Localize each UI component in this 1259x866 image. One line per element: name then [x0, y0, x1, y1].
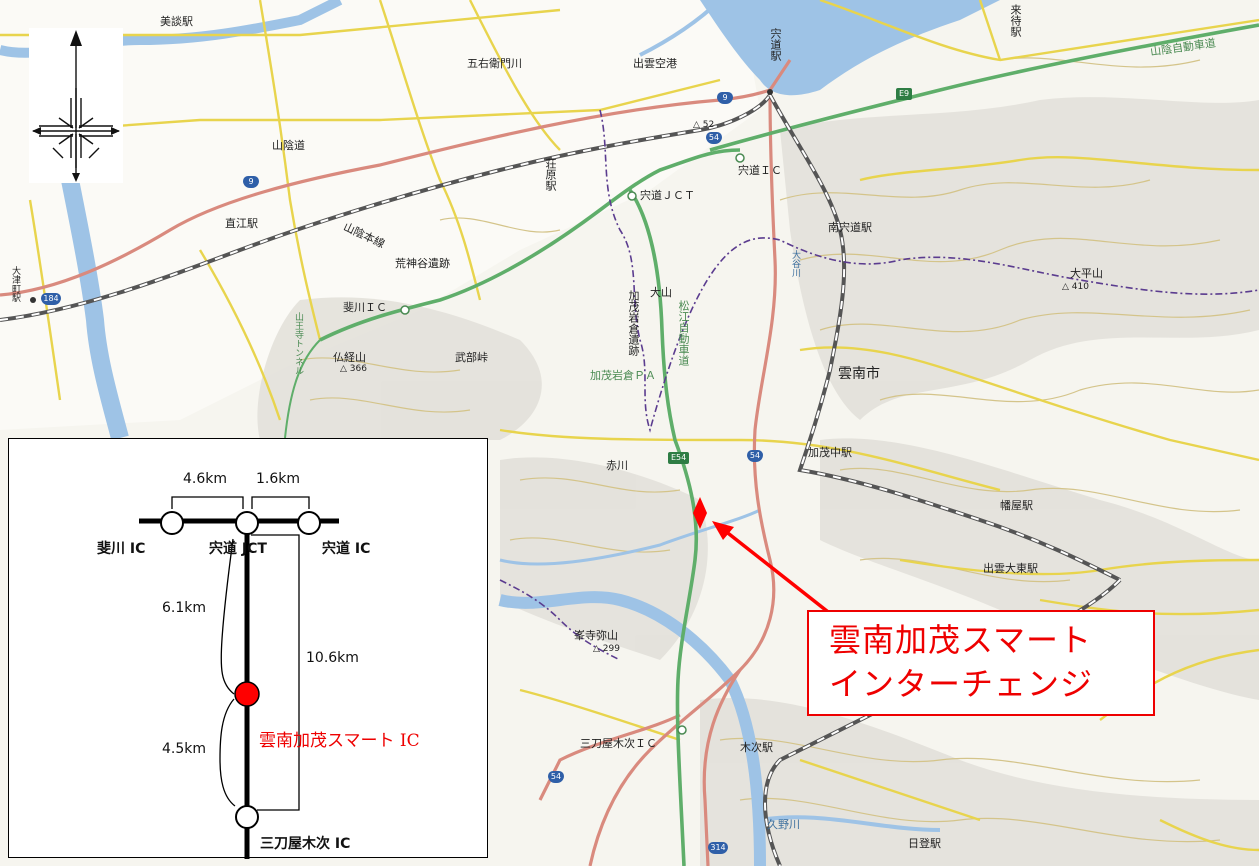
diamond-marker-icon	[693, 497, 707, 529]
label-kamoiwakura-pa: 加茂岩倉ＰＡ	[590, 369, 656, 382]
north-arrow-icon	[29, 28, 123, 183]
spot-height-410: △ 410	[1062, 282, 1089, 292]
route-shield-184: 184	[41, 293, 61, 305]
label-minami-shinji: 南宍道駅	[828, 221, 872, 234]
expressway-shield-e9: E9	[896, 88, 913, 100]
label-sanindo: 山陰道	[272, 139, 305, 152]
route-shield-54: 54	[747, 450, 763, 462]
label-buhen: 武部峠	[455, 351, 488, 364]
label-unnan-city: 雲南市	[838, 366, 880, 382]
label-hinoya-st: 幡屋駅	[1000, 499, 1033, 512]
label-ohira: 大平山	[1070, 267, 1103, 280]
label-hikawa-ic: 斐川 IC	[97, 541, 146, 557]
label-shinji-st: 宍道駅	[769, 28, 782, 61]
smart-ic-callout: 雲南加茂スマート インターチェンジ	[807, 610, 1155, 716]
label-kamonaka-st: 加茂中駅	[808, 446, 852, 459]
label-shohara-st: 荘原駅	[544, 158, 557, 191]
label-daisen: 大山	[650, 286, 672, 299]
label-shinji-jct: 宍道 JCT	[209, 541, 267, 557]
label-shinji-ic: 宍道 IC	[322, 541, 371, 557]
dist-total: 10.6km	[306, 650, 359, 666]
label-smart-ic: 雲南加茂スマート IC	[259, 731, 420, 751]
dist-upper-segment: 6.1km	[162, 600, 207, 616]
label-kojindani: 荒神谷遺跡	[395, 257, 450, 270]
dist-lower-segment: 4.5km	[162, 741, 207, 757]
route-shield-54: 54	[706, 132, 722, 144]
route-shield-9: 9	[243, 176, 259, 188]
dist-shinji-jct-ic: 1.6km	[256, 471, 301, 487]
route-shield-9: 9	[717, 92, 733, 104]
label-shinji-jct: 宍道ＪＣＴ	[640, 189, 695, 202]
callout-line-2: インターチェンジ	[829, 665, 1094, 703]
label-hinobori: 日登駅	[908, 837, 941, 850]
distance-schematic: 4.6km 1.6km 斐川 IC 宍道 JCT 宍道 IC 6.1km 10.…	[8, 438, 488, 859]
label-kamoiwakura-ruins: 加茂岩倉遺跡	[627, 290, 640, 356]
spot-height-299: △ 299	[593, 644, 620, 654]
route-shield-314: 314	[708, 842, 728, 854]
label-otsumachi: 大津町駅	[10, 266, 20, 302]
label-akagawa: 赤川	[606, 459, 628, 472]
label-kuno: 久野川	[767, 818, 800, 831]
callout-arrow	[712, 521, 834, 617]
label-okawa: 大谷川	[790, 250, 800, 277]
label-mitoya-st: 美談駅	[160, 15, 193, 28]
label-kisuki-st: 木次駅	[740, 741, 773, 754]
label-mitoya-kisuki-ic: 三刀屋木次 IC	[260, 836, 351, 852]
label-shinji-ic: 宍道ＩＣ	[738, 164, 782, 177]
dist-hikawa-shinji-jct: 4.6km	[183, 471, 228, 487]
label-butsukyo: 仏経山	[333, 351, 366, 364]
smart-ic-node-icon	[234, 681, 260, 707]
label-kimachi-st: 来待駅	[1009, 4, 1022, 37]
label-gouemon: 五右衛門川	[467, 57, 522, 70]
spot-height-52: △ 52	[693, 120, 715, 130]
label-izumo-daito: 出雲大東駅	[983, 562, 1038, 575]
label-matsue-expwy: 松江自動車道	[677, 300, 690, 366]
label-san-tunnel: 山王寺トンネル	[293, 312, 303, 375]
expressway-shield-e54: E54	[668, 452, 690, 464]
spot-height-366: △ 366	[340, 364, 367, 374]
route-shield-54: 54	[548, 771, 564, 783]
label-hikawa-ic: 斐川ＩＣ	[343, 301, 387, 314]
label-mitoya-ic: 三刀屋木次ＩＣ	[580, 737, 657, 750]
label-naoe-st: 直江駅	[225, 217, 258, 230]
label-banji: 峯寺弥山	[574, 629, 618, 642]
callout-line-1: 雲南加茂スマート	[829, 621, 1093, 659]
label-izumo-airport: 出雲空港	[633, 57, 677, 70]
